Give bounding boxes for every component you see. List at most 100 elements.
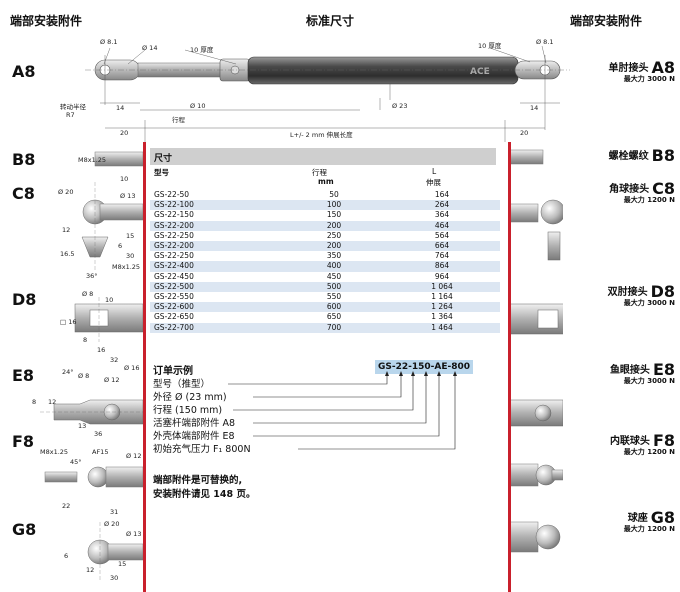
c8-ball-right xyxy=(540,199,563,225)
c8-a: 12 xyxy=(62,226,71,234)
dim-r7: R7 xyxy=(66,111,75,119)
g8-d20: Ø 20 xyxy=(104,520,120,528)
code-b8: B8 xyxy=(12,150,36,169)
f8-af: AF15 xyxy=(92,448,109,456)
order-leader-lines xyxy=(228,371,457,450)
c8-d: 30 xyxy=(126,252,135,260)
cell-length: 964 xyxy=(434,271,450,281)
g8-c: 15 xyxy=(118,560,127,568)
cell-model: GS-22-700 xyxy=(150,322,284,333)
col-stroke-unit: mm xyxy=(318,177,334,186)
table-header-bar: 尺寸 xyxy=(150,148,496,165)
d8-d: 32 xyxy=(110,356,119,364)
cell-length: 364 xyxy=(434,210,450,220)
order-line-diameter: 外径 Ø (23 mm) xyxy=(153,392,227,403)
order-code: GS-22-150-AE-800 xyxy=(375,360,474,374)
dim-14-right: 14 xyxy=(530,104,539,112)
cell-model: GS-22-500 xyxy=(150,281,284,293)
c8-d13: Ø 13 xyxy=(120,192,136,200)
f8-thread: M8x1.25 xyxy=(40,448,69,456)
cell-model: GS-22-200 xyxy=(150,241,284,252)
cell-length: 464 xyxy=(384,220,500,231)
cell-length: 1 364 xyxy=(431,312,453,322)
order-line-rod-fitting: 活塞杆端部附件 A8 xyxy=(153,418,236,429)
code-c8: C8 xyxy=(12,184,35,203)
cell-stroke: 150 xyxy=(326,210,342,220)
note-line-2: 安装附件请见 148 页。 xyxy=(153,489,256,500)
b8-thread: M8x1.25 xyxy=(78,156,107,164)
dim-d10: Ø 10 xyxy=(190,102,206,110)
e8-a: 8 xyxy=(32,398,37,406)
cell-length: 1 164 xyxy=(431,292,453,302)
cell-length: 1 464 xyxy=(384,322,500,333)
cell-stroke: 200 xyxy=(284,220,384,231)
col-stroke: 行程 xyxy=(312,168,327,177)
cell-stroke: 700 xyxy=(284,322,384,333)
cell-stroke: 100 xyxy=(284,200,384,211)
cell-model: GS-22-50 xyxy=(154,190,190,199)
e8-d8: Ø 8 xyxy=(78,372,90,380)
left-fittings-drawing xyxy=(40,151,143,582)
c8-e: 36° xyxy=(86,272,98,280)
dim-d14: Ø 14 xyxy=(142,44,158,52)
cell-stroke: 50 xyxy=(329,190,339,199)
note-line-1: 端部附件是可替换的, xyxy=(153,475,243,486)
e8-d16: Ø 16 xyxy=(124,364,140,372)
gas-spring-drawing: ACE xyxy=(85,45,570,142)
cell-stroke: 400 xyxy=(284,261,384,272)
b8-len: 10 xyxy=(120,175,129,183)
c8-f: M8x1.25 xyxy=(112,263,141,271)
c8-b: 15 xyxy=(126,232,135,240)
g8-ball-right xyxy=(535,524,561,550)
cell-stroke: 550 xyxy=(326,292,342,302)
g8-d: 30 xyxy=(110,574,119,582)
cell-stroke: 350 xyxy=(326,251,342,261)
g8-b: 12 xyxy=(86,566,95,574)
dim-14-left: 14 xyxy=(116,104,125,112)
dim-d23: Ø 23 xyxy=(392,102,408,110)
e8-eye-left xyxy=(53,399,143,425)
code-e8: E8 xyxy=(12,366,35,385)
e8-c: 13 xyxy=(78,422,87,430)
brand-mark: ACE xyxy=(470,67,490,77)
e8-d: 36 xyxy=(94,430,103,438)
cell-stroke: 500 xyxy=(284,281,384,293)
dim-stroke: 行程 xyxy=(172,116,185,124)
order-line-type: 型号（推型） xyxy=(153,379,211,390)
cell-length: 564 xyxy=(434,230,450,240)
cell-model: GS-22-200 xyxy=(150,220,284,231)
cell-model: GS-22-250 xyxy=(154,230,194,240)
col-model: 型号 xyxy=(154,168,169,177)
d8-a: 8 xyxy=(83,336,88,344)
cell-stroke: 650 xyxy=(326,312,342,322)
header-right: 端部安装附件 xyxy=(570,14,643,28)
e8-b: 12 xyxy=(48,398,57,406)
cell-length: 1 064 xyxy=(384,281,500,293)
cell-model: GS-22-550 xyxy=(154,292,194,302)
f8-thread-left xyxy=(44,471,78,483)
g8-d13: Ø 13 xyxy=(126,530,142,538)
e8-d12: Ø 12 xyxy=(104,376,120,384)
cell-model: GS-22-450 xyxy=(154,271,194,281)
e8-ang: 24° xyxy=(62,368,74,376)
cell-length: 264 xyxy=(384,200,500,211)
cell-model: GS-22-100 xyxy=(150,200,284,211)
g8-a: 6 xyxy=(64,552,69,560)
b8-thread-right xyxy=(508,149,544,165)
header-center: 标准尺寸 xyxy=(306,14,355,28)
cell-model: GS-22-600 xyxy=(150,302,284,313)
